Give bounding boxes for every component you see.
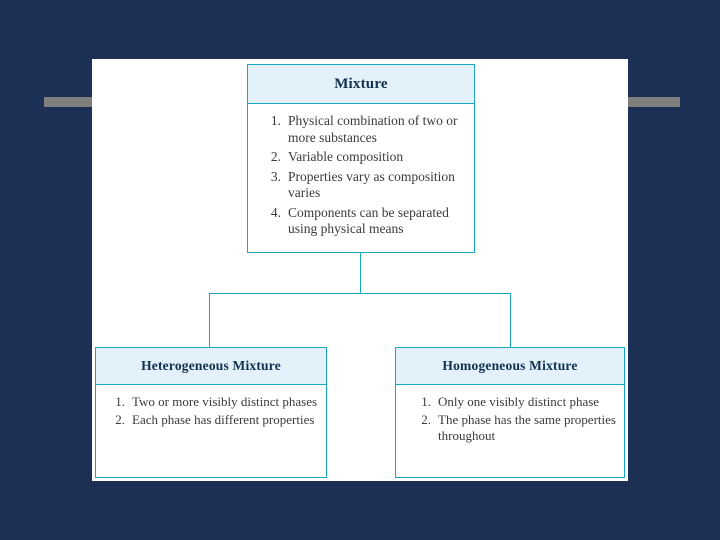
connector-horizontal — [209, 293, 510, 294]
list-item: 1. Physical combination of two or more s… — [262, 113, 464, 146]
list-item: 1. Only one visibly distinct phase — [412, 394, 616, 410]
list-item-number: 2. — [115, 412, 125, 427]
list-item-text: Two or more visibly distinct phases — [132, 394, 318, 409]
list-item: 1. Two or more visibly distinct phases — [106, 394, 318, 410]
list-item-text: Only one visibly distinct phase — [438, 394, 600, 409]
node-homogeneous-mixture: Homogeneous Mixture 1. Only one visibly … — [395, 347, 625, 478]
list-item: 4. Components can be separated using phy… — [262, 205, 464, 238]
node-homogeneous-list: 1. Only one visibly distinct phase 2. Th… — [412, 394, 616, 444]
list-item-number: 2. — [421, 412, 431, 427]
node-homogeneous-title: Homogeneous Mixture — [396, 348, 624, 385]
list-item-text: The phase has the same properties throug… — [438, 412, 616, 443]
node-mixture-list: 1. Physical combination of two or more s… — [262, 113, 464, 238]
list-item-number: 1. — [421, 394, 431, 409]
connector-vertical-root — [360, 253, 361, 294]
list-item-text: Components can be separated using physic… — [288, 204, 449, 237]
decorative-bar-right — [596, 97, 680, 107]
list-item: 2. Each phase has different properties — [106, 412, 318, 428]
node-homogeneous-body: 1. Only one visibly distinct phase 2. Th… — [396, 385, 624, 444]
list-item-number: 2. — [270, 149, 281, 164]
node-heterogeneous-body: 1. Two or more visibly distinct phases 2… — [96, 385, 326, 428]
list-item-number: 3. — [270, 168, 281, 184]
list-item-number: 1. — [270, 113, 281, 128]
list-item-number: 1. — [115, 394, 125, 409]
list-item: 2. Variable composition — [262, 149, 464, 166]
connector-vertical-left — [209, 293, 210, 347]
list-item-text: Each phase has different properties — [132, 412, 315, 427]
list-item-text: Variable composition — [288, 149, 404, 164]
node-heterogeneous-list: 1. Two or more visibly distinct phases 2… — [106, 394, 318, 428]
list-item-number: 4. — [270, 204, 281, 220]
node-heterogeneous-title: Heterogeneous Mixture — [96, 348, 326, 385]
diagram-canvas: Mixture 1. Physical combination of two o… — [92, 59, 628, 481]
list-item: 2. The phase has the same properties thr… — [412, 412, 616, 444]
list-item: 3. Properties vary as composition varies — [262, 169, 464, 202]
node-mixture: Mixture 1. Physical combination of two o… — [247, 64, 475, 253]
list-item-text: Properties vary as composition varies — [288, 168, 455, 201]
decorative-bar-left — [44, 97, 126, 107]
node-mixture-body: 1. Physical combination of two or more s… — [248, 104, 474, 238]
node-mixture-title: Mixture — [248, 65, 474, 104]
node-heterogeneous-mixture: Heterogeneous Mixture 1. Two or more vis… — [95, 347, 327, 478]
connector-vertical-right — [510, 293, 511, 347]
list-item-text: Physical combination of two or more subs… — [288, 113, 458, 145]
